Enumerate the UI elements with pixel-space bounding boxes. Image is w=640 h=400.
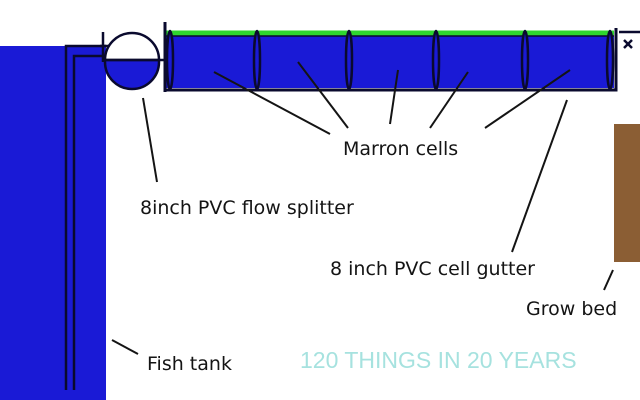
cell-divider <box>344 29 354 91</box>
gutter-end-fitting <box>619 30 640 49</box>
grow-bed <box>614 124 640 262</box>
cell-divider <box>520 29 530 91</box>
fish-tank <box>0 46 106 400</box>
leader-lines <box>111 61 614 355</box>
cell-divider <box>605 29 615 91</box>
leader-marron-1 <box>213 71 331 135</box>
leader-gutter <box>511 99 568 253</box>
leader-splitter <box>142 97 158 183</box>
label-flow-splitter: 8inch PVC flow splitter <box>140 197 354 219</box>
riser-pipe <box>64 44 106 390</box>
cell-gutter <box>163 22 618 92</box>
cell-divider <box>431 29 441 91</box>
leader-fish-tank <box>111 339 139 355</box>
flow-splitter <box>102 31 165 91</box>
label-cell-gutter: 8 inch PVC cell gutter <box>330 258 535 280</box>
leader-marron-5 <box>484 69 571 129</box>
label-marron-cells: Marron cells <box>343 138 458 160</box>
label-grow-bed: Grow bed <box>526 298 617 320</box>
cell-divider <box>252 29 262 91</box>
leader-marron-3 <box>389 69 399 125</box>
leader-marron-4 <box>429 71 469 129</box>
cell-divider <box>165 29 175 91</box>
label-fish-tank: Fish tank <box>147 353 232 375</box>
leader-marron-2 <box>297 61 349 129</box>
cell-dividers <box>165 29 615 91</box>
watermark-text: 120 THINGS IN 20 YEARS <box>300 347 577 373</box>
leader-grow-bed <box>603 269 614 291</box>
